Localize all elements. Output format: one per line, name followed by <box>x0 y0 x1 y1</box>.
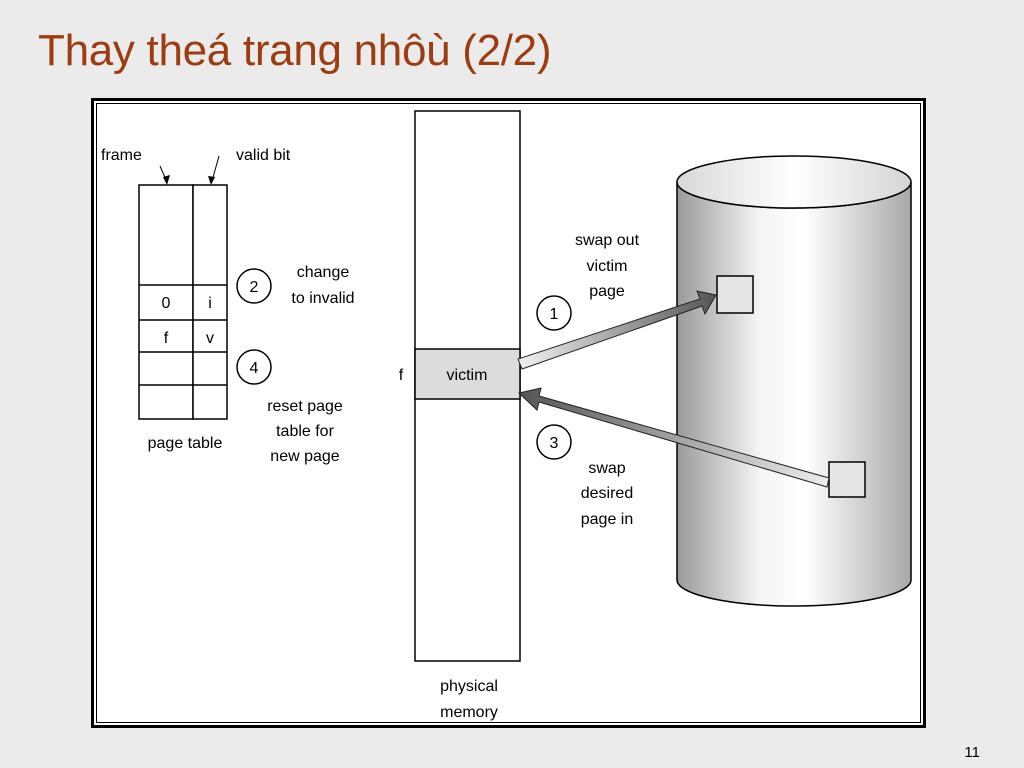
disk-top <box>676 155 912 209</box>
step-description-line: to invalid <box>291 290 354 307</box>
step-number: 2 <box>250 279 259 296</box>
step-marker-circle <box>236 268 272 304</box>
slide-title: Thay theá trang nhôù (2/2) <box>38 26 552 75</box>
swap-in-arrow-shape <box>517 387 830 488</box>
step-description-line: swap <box>588 460 625 477</box>
victim-label: victim <box>447 367 488 384</box>
step-4: 4 reset page table for new page <box>236 349 343 465</box>
page-table-cell-frame: 0 <box>162 295 171 312</box>
step-description-line: desired <box>581 485 633 502</box>
disk-victim-page-slot <box>716 275 754 314</box>
step-number: 4 <box>250 360 259 377</box>
page-table-frame-column <box>138 184 194 420</box>
page-table-cell-valid: i <box>208 295 212 312</box>
page-table-cell-valid: v <box>206 330 214 347</box>
step-description-line: table for <box>276 423 334 440</box>
step-number: 3 <box>550 435 559 452</box>
page-table-valid-column <box>192 184 228 420</box>
step-description-line: swap out <box>575 232 640 249</box>
step-description-line: victim <box>587 258 628 275</box>
swap-in-arrow <box>517 387 830 488</box>
frame-column-label: frame <box>101 147 142 164</box>
step-number: 1 <box>550 306 559 323</box>
step-3: 3 swap desired page in <box>536 424 634 528</box>
disk-desired-page-slot <box>828 461 866 498</box>
backing-store-disk <box>676 155 912 607</box>
physical-memory-caption-line1: physical <box>440 678 498 695</box>
valid-bit-label: valid bit <box>236 147 291 164</box>
step-description-line: reset page <box>267 398 343 415</box>
step-marker-circle <box>536 424 572 460</box>
physical-memory-caption-line2: memory <box>440 704 498 721</box>
page-number: 11 <box>964 744 980 761</box>
disk-body <box>676 181 912 607</box>
page-table-caption: page table <box>148 435 223 452</box>
swap-out-arrow-shape <box>517 290 717 370</box>
step-2: 2 change to invalid <box>236 264 355 307</box>
diagram-inner-border <box>96 103 921 723</box>
physical-memory: victim f physical memory <box>399 110 521 721</box>
memory-frame-label: f <box>399 367 404 384</box>
swap-out-arrow <box>517 290 717 370</box>
page-table-cell-frame: f <box>164 330 169 347</box>
frame-label-pointer-head <box>163 175 170 185</box>
step-marker-circle <box>536 295 572 331</box>
step-description-line: new page <box>270 448 339 465</box>
step-description-line: page <box>589 283 625 300</box>
step-description-line: change <box>297 264 350 281</box>
valid-bit-pointer-head <box>208 176 215 185</box>
step-description-line: page in <box>581 511 634 528</box>
page-table: 0 i f v frame valid bit page table <box>101 147 291 452</box>
victim-frame <box>414 348 521 400</box>
step-1: 1 swap out victim page <box>536 232 640 331</box>
step-marker-circle <box>236 349 272 385</box>
